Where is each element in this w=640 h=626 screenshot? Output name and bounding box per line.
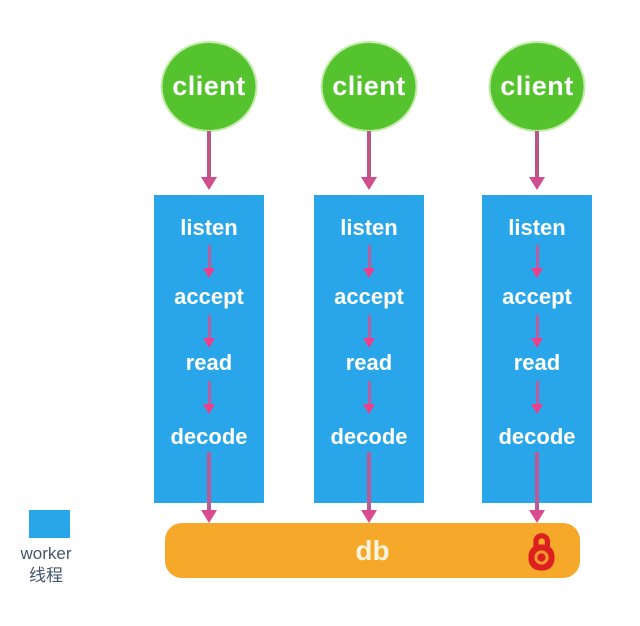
arrowhead-icon <box>201 510 217 523</box>
arrowhead-icon <box>203 338 215 348</box>
worker-step-label: decode <box>498 424 576 449</box>
arrowhead-icon <box>201 177 217 190</box>
worker-thread-column: listen accept read decode <box>482 195 592 503</box>
worker-thread-column: listen accept read decode <box>154 195 264 503</box>
lock-icon <box>528 533 555 571</box>
client-to-worker-arrow <box>529 131 545 190</box>
step-arrow <box>363 315 375 348</box>
arrowhead-icon <box>529 510 545 523</box>
worker-step-label: listen <box>180 215 238 240</box>
client-label: client <box>332 71 406 101</box>
step-arrow <box>531 245 543 278</box>
worker-thread-swatch <box>29 510 70 538</box>
client-node: client <box>490 43 584 130</box>
arrow-shaft <box>207 452 211 510</box>
worker-step-label: read <box>345 350 393 375</box>
arrow-shaft <box>535 315 539 338</box>
arrowhead-icon <box>363 268 375 278</box>
step-arrow <box>203 381 215 414</box>
client-label: client <box>500 71 574 101</box>
db-label: db <box>355 535 390 566</box>
client-to-worker-arrow <box>361 131 377 190</box>
client-node: client <box>162 43 256 130</box>
arrowhead-icon <box>203 268 215 278</box>
arrow-shaft <box>207 315 211 338</box>
arrowhead-icon <box>531 338 543 348</box>
arrow-shaft <box>367 245 371 268</box>
worker-step-label: decode <box>170 424 248 449</box>
worker-step-label: listen <box>340 215 398 240</box>
arrow-shaft <box>367 381 371 404</box>
worker-to-db-arrow <box>529 452 545 523</box>
arrow-shaft <box>367 452 371 510</box>
legend-label-worker: worker <box>20 544 72 563</box>
step-arrow <box>203 245 215 278</box>
legend-labels: worker 线程 <box>0 543 92 587</box>
arrowhead-icon <box>203 404 215 414</box>
lane-2: client listen accept read decode <box>314 0 424 626</box>
arrowhead-icon <box>363 404 375 414</box>
worker-step-label: accept <box>174 284 244 309</box>
client-label: client <box>172 71 246 101</box>
arrowhead-icon <box>363 338 375 348</box>
arrow-shaft <box>367 315 371 338</box>
arrow-shaft <box>535 131 539 177</box>
arrowhead-icon <box>531 268 543 278</box>
arrow-shaft <box>535 381 539 404</box>
arrow-shaft <box>535 452 539 510</box>
arrow-shaft <box>367 131 371 177</box>
arrowhead-icon <box>361 177 377 190</box>
lane-3: client listen accept read decode <box>482 0 592 626</box>
worker-step-label: read <box>185 350 233 375</box>
arrowhead-icon <box>361 510 377 523</box>
worker-step-label: read <box>513 350 561 375</box>
client-to-worker-arrow <box>201 131 217 190</box>
step-arrow <box>203 315 215 348</box>
arrowhead-icon <box>529 177 545 190</box>
step-arrow <box>531 315 543 348</box>
worker-step-label: accept <box>502 284 572 309</box>
step-arrow <box>363 245 375 278</box>
arrow-shaft <box>207 131 211 177</box>
worker-step-label: listen <box>508 215 566 240</box>
lane-1: client listen accept read decode <box>154 0 264 626</box>
step-arrow <box>531 381 543 414</box>
legend-label-thread: 线程 <box>29 566 63 585</box>
db-node: db <box>165 523 580 578</box>
arrowhead-icon <box>531 404 543 414</box>
arrow-shaft <box>535 245 539 268</box>
step-arrow <box>363 381 375 414</box>
worker-thread-column: listen accept read decode <box>314 195 424 503</box>
worker-to-db-arrow <box>361 452 377 523</box>
worker-step-label: decode <box>330 424 408 449</box>
arrow-shaft <box>207 381 211 404</box>
arrow-shaft <box>207 245 211 268</box>
client-node: client <box>322 43 416 130</box>
worker-to-db-arrow <box>201 452 217 523</box>
legend: worker 线程 <box>0 510 96 600</box>
worker-step-label: accept <box>334 284 404 309</box>
